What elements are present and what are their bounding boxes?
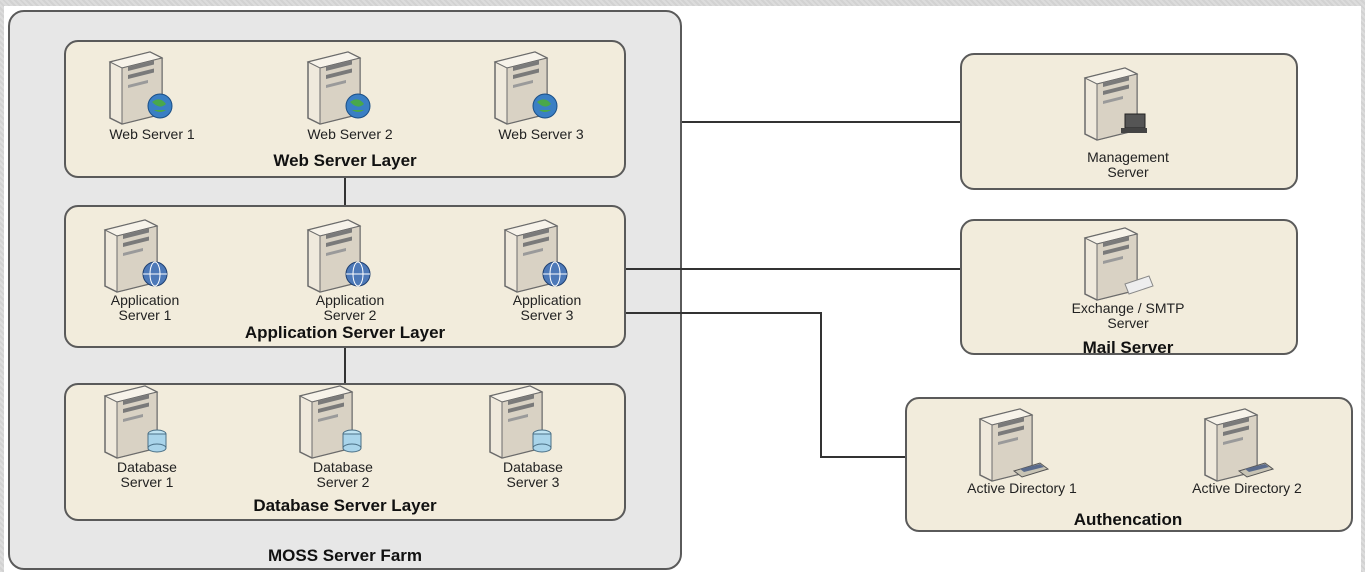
connector-app-auth-h2: [820, 456, 905, 458]
auth-title: Authencation: [1073, 510, 1183, 529]
connector-web-app: [344, 178, 346, 205]
web-server-1-label: Web Server 1: [109, 126, 195, 142]
active-directory-1-label: Active Directory 1: [967, 480, 1077, 496]
farm-title: MOSS Server Farm: [267, 546, 423, 565]
server-tower-icon: [485, 48, 565, 128]
server-tower-icon: [100, 48, 180, 128]
app-layer-title: Application Server Layer: [244, 323, 446, 342]
connector-app-db: [344, 348, 346, 383]
web-server-2-label: Web Server 2: [307, 126, 393, 142]
server-tower-icon: [1075, 64, 1155, 144]
server-tower-icon: [1075, 224, 1155, 304]
db-layer-title: Database Server Layer: [253, 496, 437, 515]
mail-server-title: Mail Server: [1082, 338, 1174, 357]
server-tower-icon: [95, 382, 175, 462]
server-tower-icon: [298, 216, 378, 296]
server-tower-icon: [95, 216, 175, 296]
server-tower-icon: [480, 382, 560, 462]
server-tower-icon: [1195, 405, 1275, 485]
server-tower-icon: [290, 382, 370, 462]
active-directory-2-label: Active Directory 2: [1192, 480, 1302, 496]
web-layer-title: Web Server Layer: [273, 151, 417, 170]
connector-app-auth-h1: [626, 312, 822, 314]
server-tower-icon: [298, 48, 378, 128]
server-tower-icon: [970, 405, 1050, 485]
web-server-3-label: Web Server 3: [498, 126, 584, 142]
connector-app-auth-v: [820, 312, 822, 458]
connector-farm-management: [682, 121, 960, 123]
connector-app-mail: [626, 268, 960, 270]
server-tower-icon: [495, 216, 575, 296]
